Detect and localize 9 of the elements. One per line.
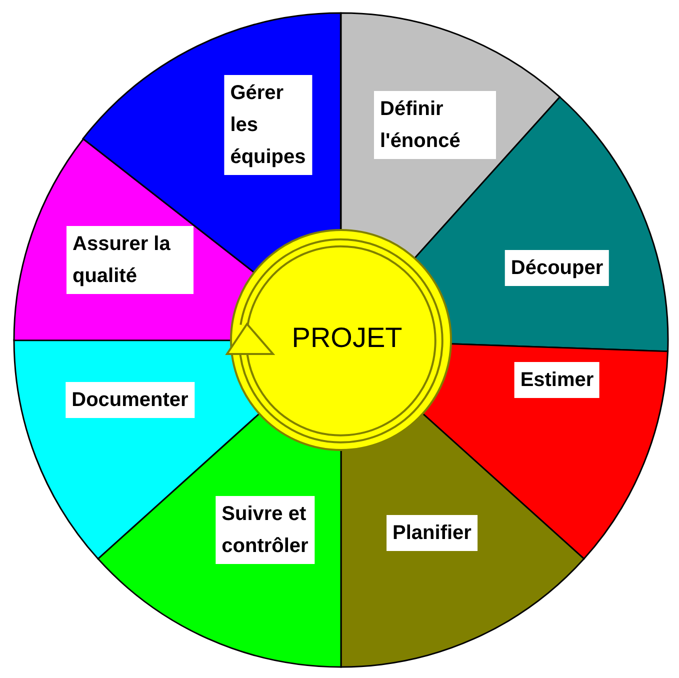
sector-label: Définir l'énoncé — [374, 91, 496, 159]
sector-label: Planifier — [386, 515, 478, 551]
sector-label: Estimer — [514, 362, 600, 398]
sector-label: Découper — [504, 250, 610, 286]
sector-label: Assurer la qualité — [66, 226, 194, 294]
center-label: PROJET — [292, 322, 402, 354]
sector-label: Gérer les équipes — [224, 75, 312, 175]
sector-label: Documenter — [66, 382, 194, 418]
sector-label: Suivre et contrôler — [216, 496, 314, 564]
